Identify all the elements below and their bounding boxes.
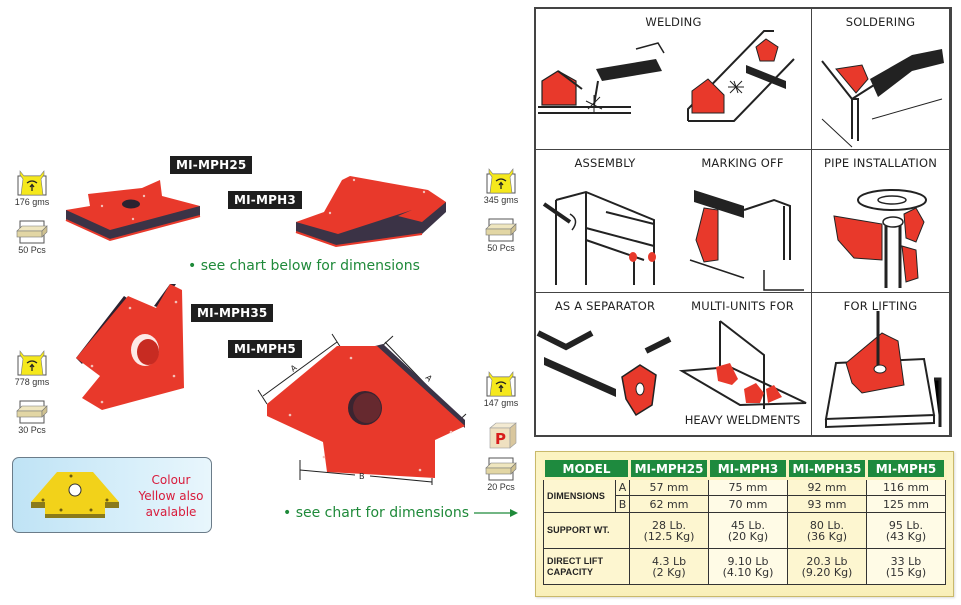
specification-table-panel: MODEL MI-MPH25 MI-MPH3 MI-MPH35 MI-MPH5 … [535,451,954,597]
assembly-illustration [542,190,656,285]
table-row-dimension-b: B 62 mm 70 mm 93 mm 125 mm [544,495,947,513]
model-tag-mph35: MI-MPH35 [191,304,274,322]
carton-box-icon [16,400,48,424]
see-chart-below-note: • see chart below for dimensions [188,258,420,274]
application-lifting: FOR LIFTING [812,293,950,435]
dim-a-mph25: 57 mm [629,478,709,496]
application-assembly: ASSEMBLY [536,150,674,293]
lift-mph3: 9.10 Lb(4.10 Kg) [708,548,788,585]
carton-box-icon [16,220,48,244]
dim-b-mph25: 62 mm [629,495,709,513]
table-row-support-weight: SUPPORT WT. 28 Lb.(12.5 Kg) 45 Lb.(20 Kg… [542,512,947,549]
packaging-badge-mph5: P [483,422,523,450]
application-separator: AS A SEPARATOR [536,293,674,435]
svg-text:P: P [495,430,506,448]
pack-spec-mph25: 50 Pcs [12,220,52,255]
svg-text:A: A [424,373,435,384]
svg-text:A: A [289,363,299,374]
multi-units-illustration [678,320,807,409]
dim-b-mph3: 70 mm [708,495,788,513]
weight-scale-icon [486,371,516,397]
yellow-magnet-image [31,472,119,518]
application-title: WELDING [645,15,702,29]
lifting-illustration [824,311,942,429]
header-mph5: MI-MPH5 [864,457,948,480]
header-model: MODEL [541,457,632,480]
lift-mph25: 4.3 Lb(2 Kg) [629,548,709,585]
weight-spec-mph35: 778 gms [12,350,52,387]
magnet-mph5-image: A A B [257,333,467,485]
pack-spec-mph3: 50 Pcs [481,218,521,253]
weight-spec-mph25: 176 gms [12,170,52,207]
soldering-illustration [821,49,944,148]
magnet-mph35-image [76,284,184,410]
svg-text:B: B [359,472,365,481]
arrow-right-icon [473,509,518,517]
carton-box-icon [485,218,517,242]
application-marking-off: MARKING OFF [674,150,812,293]
lift-mph35: 20.3 Lb(9.20 Kg) [786,548,867,585]
carton-box-icon [485,457,517,481]
weight-spec-mph5: 147 gms [481,371,521,408]
pack-spec-mph5: 20 Pcs [481,457,521,492]
pipe-installation-illustration [833,189,927,288]
weight-scale-icon [486,168,516,194]
support-mph25: 28 Lb.(12.5 Kg) [629,512,709,549]
dim-b-mph5: 125 mm [865,495,947,513]
support-mph35: 80 Lb.(36 Kg) [786,512,867,549]
header-mph3: MI-MPH3 [707,457,789,480]
table-row-dimension-a: DIMENSIONS A 57 mm 75 mm 92 mm 116 mm [543,478,947,513]
model-tag-mph25: MI-MPH25 [170,156,253,174]
dim-a-mph3: 75 mm [708,478,788,496]
model-tag-mph5: MI-MPH5 [228,340,302,358]
dim-a-mph5: 116 mm [865,478,947,496]
magnet-mph3-image [295,176,446,248]
application-multi-units: MULTI-UNITS FOR HEAVY WELDMENTS [674,293,812,435]
separator-illustration [536,330,672,417]
dimensions-label: DIMENSIONS [543,478,616,513]
p-box-icon: P [489,422,517,449]
dim-b-mph35: 93 mm [786,495,867,513]
marking-off-illustration [689,190,804,291]
yellow-availability-text: Colour Yellow also avalable [138,473,204,519]
welding-torch-illustration [538,42,665,114]
welding-illustration-2 [674,9,811,149]
dim-a-mph35: 92 mm [786,478,867,496]
application-pipe-installation: PIPE INSTALLATION [812,150,950,293]
dim-a-label: A [614,478,631,496]
header-mph25: MI-MPH25 [628,457,710,480]
application-soldering: SOLDERING [812,9,950,150]
support-mph5: 95 Lb.(43 Kg) [865,512,947,549]
magnet-mph25-image [65,180,201,242]
table-header-row: MODEL MI-MPH25 MI-MPH3 MI-MPH35 MI-MPH5 [541,457,948,480]
model-tag-mph3: MI-MPH3 [228,191,302,209]
weight-spec-mph3: 345 gms [481,168,521,205]
support-weight-label: SUPPORT WT. [542,512,631,549]
yellow-colour-option-box: Colour Yellow also avalable [12,457,212,533]
see-chart-right-note: • see chart for dimensions [283,505,520,521]
specification-table: MODEL MI-MPH25 MI-MPH3 MI-MPH35 MI-MPH5 … [541,457,948,585]
weight-scale-icon [17,350,47,376]
pack-spec-mph35: 30 Pcs [12,400,52,435]
applications-grid: WELDING SOLDERING [534,7,952,437]
welding-angle-illustration [687,30,795,122]
support-mph3: 45 Lb.(20 Kg) [708,512,788,549]
weight-scale-icon [17,170,47,196]
application-welding: WELDING [536,9,812,150]
welding-illustration-1 [536,9,674,149]
dim-b-label: B [614,495,631,513]
header-mph35: MI-MPH35 [785,457,868,480]
lift-mph5: 33 Lb(15 Kg) [865,548,947,585]
